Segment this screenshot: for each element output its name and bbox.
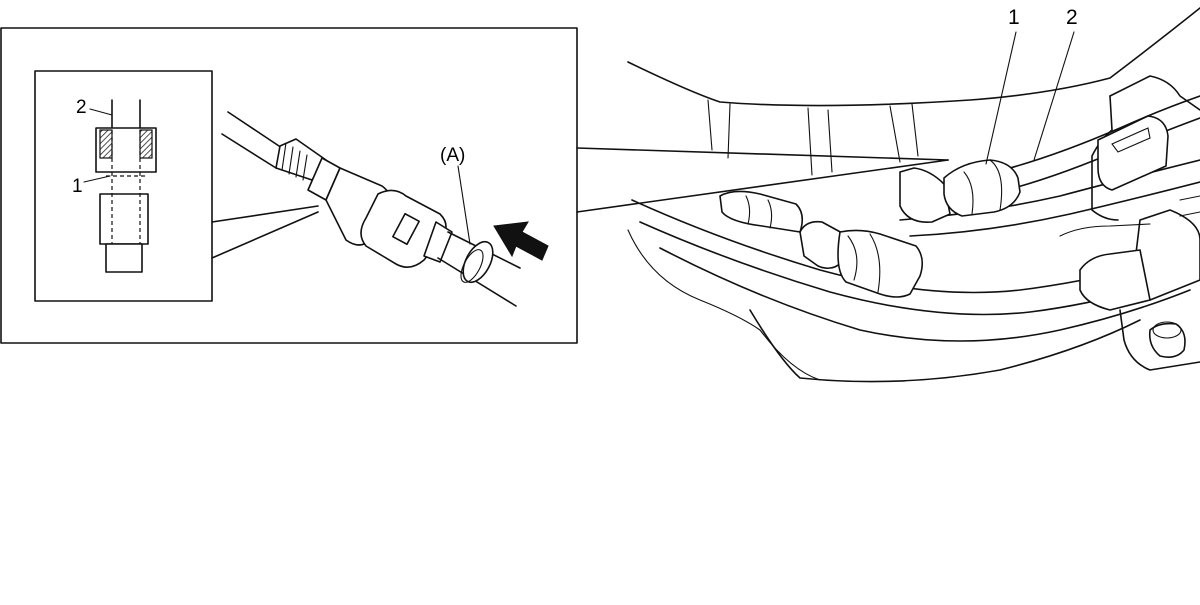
main-assembly: 1 2 bbox=[627, 6, 1200, 383]
hose-wall-right bbox=[139, 129, 153, 159]
pipe-section bbox=[99, 193, 149, 245]
main-label-1: 1 bbox=[1008, 6, 1020, 29]
stop-ring bbox=[462, 240, 494, 284]
hose-connector-detail: (A) bbox=[221, 111, 549, 307]
detail-label-2: 2 bbox=[76, 97, 87, 118]
section-detail-frame bbox=[34, 70, 213, 302]
frame-top-edge bbox=[627, 7, 1200, 107]
connector-1 bbox=[943, 159, 1021, 217]
pipe-end bbox=[105, 243, 143, 273]
elbow-fitting-2 bbox=[799, 220, 845, 270]
detail-label-1: 1 bbox=[72, 176, 83, 197]
bolt-head bbox=[1148, 322, 1186, 358]
connector-left bbox=[719, 190, 804, 233]
section-detail: 2 1 bbox=[34, 70, 319, 302]
callout-leader-top bbox=[576, 147, 949, 161]
elbow-fitting-1 bbox=[899, 167, 951, 223]
inset-callout bbox=[0, 27, 949, 344]
inset-frame bbox=[0, 27, 578, 344]
main-label-2: 2 bbox=[1066, 6, 1078, 29]
connector-window bbox=[392, 212, 420, 246]
label-a: (A) bbox=[440, 145, 465, 166]
insertion-arrow-icon bbox=[493, 221, 549, 261]
hose-wall-left bbox=[99, 129, 113, 159]
bracket-block bbox=[1097, 115, 1169, 191]
connector-2 bbox=[837, 229, 924, 298]
